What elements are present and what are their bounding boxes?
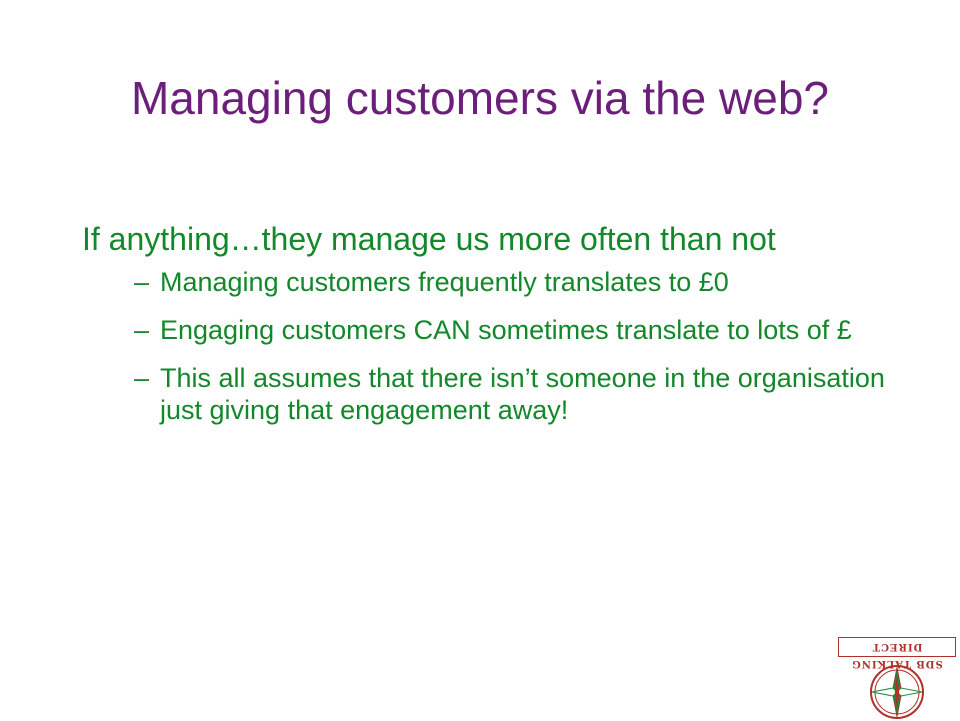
sub-bullet-text: Engaging customers CAN sometimes transla… [160,315,852,345]
company-logo: SDB TALKING DIRECT [838,637,960,720]
dash-marker: – [134,363,150,393]
logo-banner: SDB TALKING DIRECT [838,637,956,669]
slide-title: Managing customers via the web? [130,72,830,124]
sub-bullet: – Managing customers frequently translat… [82,266,890,298]
sub-bullet: – Engaging customers CAN sometimes trans… [82,314,890,346]
sub-bullet-list: – Managing customers frequently translat… [82,266,902,426]
sub-bullet-text: Managing customers frequently translates… [160,267,729,297]
slide-content: If anything…they manage us more often th… [82,218,902,442]
compass-star-icon [870,665,924,719]
sub-bullet: – This all assumes that there isn’t some… [82,362,890,426]
main-bullet: If anything…they manage us more often th… [82,221,776,257]
dash-marker: – [134,267,150,297]
dash-marker: – [134,315,150,345]
sub-bullet-text: This all assumes that there isn’t someon… [160,363,885,425]
